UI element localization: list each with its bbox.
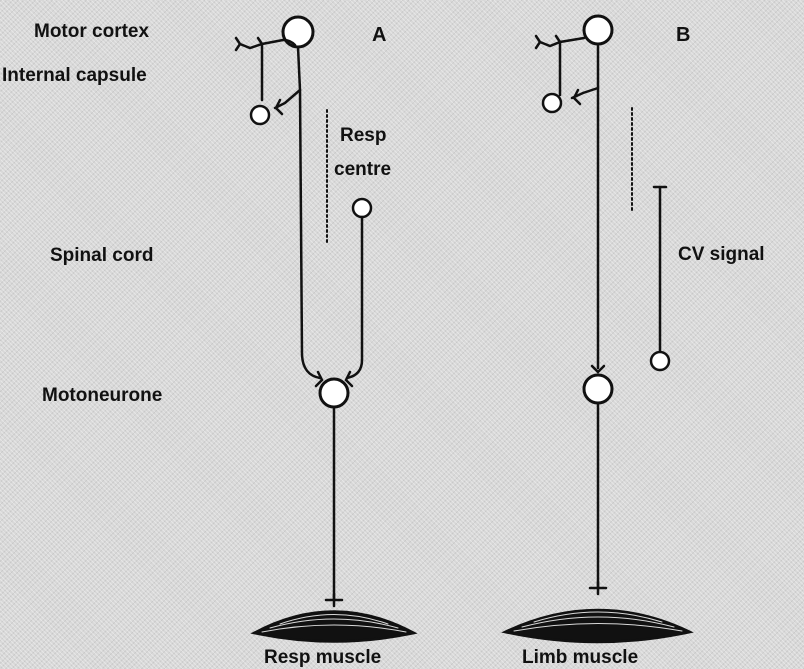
label-limb-muscle: Limb muscle — [522, 648, 638, 667]
panel-b-cortical-neuron — [584, 16, 612, 44]
panel-b-limb-muscle — [505, 610, 690, 642]
label-motoneurone: Motoneurone — [42, 386, 162, 405]
label-resp-muscle: Resp muscle — [264, 648, 381, 667]
panel-b-endplate — [590, 582, 606, 594]
panel-a-pathway — [236, 17, 414, 642]
panel-a-resp-centre-axon — [347, 217, 362, 378]
panel-a-resp-centre-neuron — [353, 199, 371, 217]
label-panel-a: A — [372, 25, 386, 45]
label-motor-cortex: Motor cortex — [34, 22, 149, 41]
label-internal-capsule: Internal capsule — [2, 66, 147, 85]
label-spinal-cord: Spinal cord — [50, 246, 153, 265]
label-cv-signal: CV signal — [678, 245, 765, 264]
panel-b-cortex-synapse-loop — [540, 38, 584, 95]
panel-a-cortical-neuron — [283, 17, 313, 47]
panel-b-cv-signal-neuron — [651, 352, 669, 370]
panel-a-descending-axon — [298, 47, 320, 378]
panel-a-capsule-branch — [275, 90, 300, 108]
label-panel-b: B — [676, 25, 690, 45]
label-resp-centre-line2: centre — [334, 160, 391, 179]
panel-a-motoneurone — [320, 379, 348, 407]
label-resp-centre-line1: Resp — [340, 126, 386, 145]
panel-a-endplate — [326, 594, 342, 606]
panel-a-cortex-synapse-loop — [240, 40, 295, 100]
panel-b-cv-signal-line — [654, 187, 666, 352]
panel-b-capsule-neuron — [543, 94, 561, 112]
panel-a-capsule-neuron — [251, 106, 269, 124]
panel-a-resp-muscle — [254, 612, 414, 642]
panel-b-motoneurone — [584, 375, 612, 403]
panel-b-pathway — [505, 16, 690, 642]
